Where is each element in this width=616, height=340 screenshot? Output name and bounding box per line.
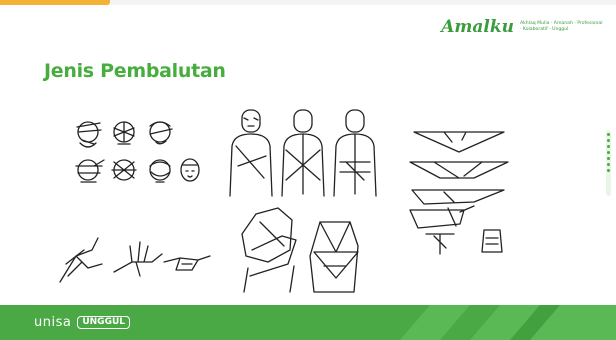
triangular-bandage-folding-illustration — [409, 131, 509, 255]
indicator-dot — [607, 163, 610, 166]
unisa-logo-text: unisa — [34, 315, 72, 330]
hand-bandage-illustration — [59, 237, 211, 283]
side-page-indicator — [606, 130, 611, 196]
shoulder-chest-bandage-illustration — [229, 109, 377, 197]
footer-bar: unisa UNGGUL — [0, 305, 616, 340]
unisa-logo: unisa UNGGUL — [34, 315, 131, 330]
brand-name: Amalku — [441, 17, 514, 37]
indicator-dot — [607, 151, 610, 154]
brand-tagline: Akhlaq Mulia · Amanah · Profesional · Ko… — [520, 21, 603, 32]
arm-sling-illustration — [241, 207, 359, 293]
top-accent-bar — [0, 0, 110, 5]
footer-decoration — [400, 305, 616, 340]
indicator-dot — [607, 157, 610, 160]
indicator-dot — [607, 169, 610, 172]
top-frame-strip — [0, 0, 616, 5]
indicator-dot — [607, 133, 610, 136]
indicator-dot — [607, 145, 610, 148]
brand-logo: Amalku Akhlaq Mulia · Amanah · Profesion… — [441, 18, 604, 36]
head-bandage-illustration — [75, 121, 200, 183]
indicator-dot — [607, 139, 610, 142]
unggul-badge: UNGGUL — [77, 316, 131, 329]
slide-title: Jenis Pembalutan — [44, 60, 226, 82]
